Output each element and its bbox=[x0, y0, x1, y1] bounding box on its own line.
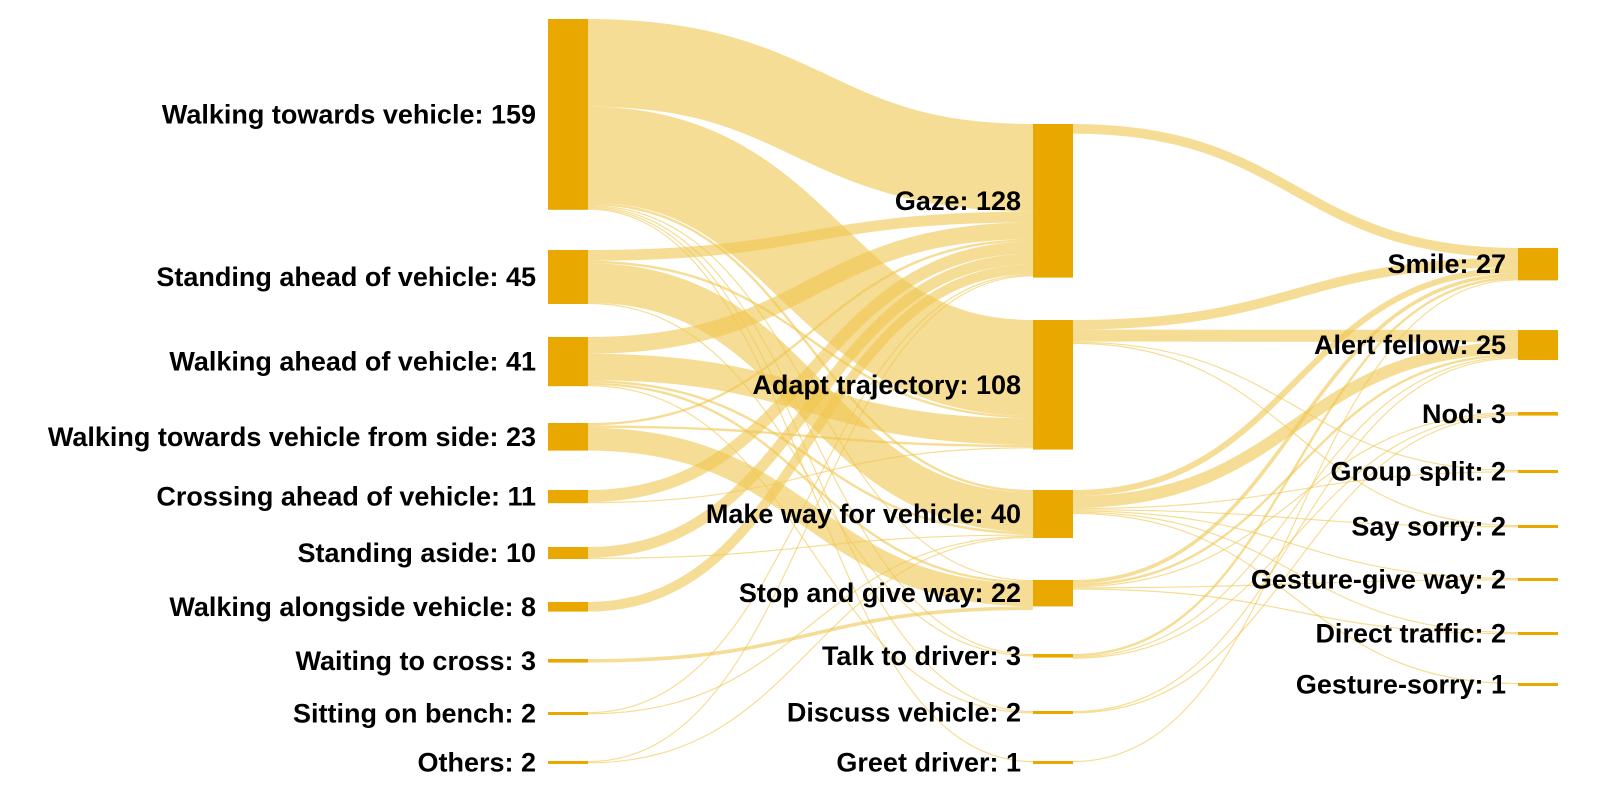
label-standing_ahead: Standing ahead of vehicle: 45 bbox=[156, 262, 536, 292]
label-waiting_cross: Waiting to cross: 3 bbox=[295, 646, 536, 676]
link-standing_aside-to-makeway bbox=[587, 534, 1034, 559]
link-makeway-to-gesturesorry bbox=[1072, 512, 1519, 685]
link-walking_ahead-to-discuss bbox=[587, 385, 1034, 714]
label-walking_side: Walking towards vehicle from side: 23 bbox=[48, 422, 536, 452]
link-standing_aside-to-gaze bbox=[587, 253, 1034, 558]
link-walking_side-to-stopgive bbox=[587, 427, 1034, 607]
label-gaze: Gaze: 128 bbox=[895, 186, 1021, 216]
node-others bbox=[548, 761, 588, 764]
node-gesturegive bbox=[1518, 578, 1558, 581]
label-gesturegive: Gesture-give way: 2 bbox=[1251, 565, 1506, 595]
node-talk bbox=[1033, 654, 1073, 658]
node-walking_towards bbox=[548, 19, 588, 210]
label-talk: Talk to driver: 3 bbox=[822, 641, 1021, 671]
link-stopgive-to-alert bbox=[1072, 354, 1519, 586]
link-walking_side-to-gaze bbox=[587, 239, 1034, 426]
node-saysorry bbox=[1518, 525, 1558, 528]
node-walking_side bbox=[548, 423, 588, 451]
node-gesturesorry bbox=[1518, 683, 1558, 686]
label-walking_towards: Walking towards vehicle: 159 bbox=[162, 99, 536, 129]
node-stopgive bbox=[1033, 580, 1073, 607]
node-standing_aside bbox=[548, 547, 588, 559]
link-stopgive-to-nod bbox=[1072, 412, 1519, 588]
link-discuss-to-alert bbox=[1072, 357, 1519, 713]
label-others: Others: 2 bbox=[417, 748, 536, 778]
link-gaze-to-smile bbox=[1072, 124, 1519, 258]
label-gesturesorry: Gesture-sorry: 1 bbox=[1296, 670, 1506, 700]
link-makeway-to-gesturegive bbox=[1072, 510, 1519, 580]
stage-nodes bbox=[548, 19, 1558, 764]
label-standing_aside: Standing aside: 10 bbox=[297, 538, 536, 568]
node-standing_ahead bbox=[548, 250, 588, 304]
link-talk-to-alert bbox=[1072, 356, 1519, 658]
link-walking_ahead-to-gaze bbox=[587, 222, 1034, 354]
link-talk-to-smile bbox=[1072, 276, 1519, 657]
link-discuss-to-nod bbox=[1072, 414, 1519, 714]
label-discuss: Discuss vehicle: 2 bbox=[787, 698, 1021, 728]
label-nod: Nod: 3 bbox=[1422, 399, 1506, 429]
label-direct: Direct traffic: 2 bbox=[1315, 619, 1506, 649]
link-makeway-to-groupsplit bbox=[1072, 471, 1519, 510]
link-greet-to-smile bbox=[1072, 279, 1519, 763]
node-alert bbox=[1518, 330, 1558, 360]
node-sitting_bench bbox=[548, 712, 588, 715]
link-waiting_cross-to-stopgive bbox=[587, 606, 1034, 663]
label-smile: Smile: 27 bbox=[1387, 249, 1506, 279]
node-groupsplit bbox=[1518, 470, 1558, 473]
label-walking_alongside: Walking alongside vehicle: 8 bbox=[169, 592, 536, 622]
link-sitting_bench-to-gaze bbox=[587, 274, 1034, 714]
node-nod bbox=[1518, 412, 1558, 416]
link-standing_ahead-to-talk bbox=[587, 302, 1034, 657]
node-direct bbox=[1518, 632, 1558, 635]
link-adapt-to-groupsplit bbox=[1072, 341, 1519, 472]
label-stopgive: Stop and give way: 22 bbox=[739, 578, 1021, 608]
link-standing_ahead-to-gaze bbox=[587, 211, 1034, 261]
node-gaze bbox=[1033, 124, 1073, 278]
label-groupsplit: Group split: 2 bbox=[1331, 457, 1507, 487]
node-walking_ahead bbox=[548, 337, 588, 387]
link-sitting_bench-to-makeway bbox=[587, 535, 1034, 715]
link-crossing_ahead-to-gaze bbox=[587, 241, 1034, 502]
node-waiting_cross bbox=[548, 659, 588, 663]
link-makeway-to-saysorry bbox=[1072, 509, 1519, 528]
node-adapt bbox=[1033, 320, 1073, 450]
node-discuss bbox=[1033, 711, 1073, 714]
node-makeway bbox=[1033, 490, 1073, 538]
link-others-to-makeway bbox=[587, 536, 1034, 764]
link-makeway-to-direct bbox=[1072, 511, 1519, 634]
node-crossing_ahead bbox=[548, 490, 588, 504]
label-alert: Alert fellow: 25 bbox=[1314, 330, 1506, 360]
label-crossing_ahead: Crossing ahead of vehicle: 11 bbox=[156, 482, 536, 512]
link-stopgive-to-smile bbox=[1072, 273, 1519, 584]
link-others-to-gaze bbox=[587, 275, 1034, 763]
label-sitting_bench: Sitting on bench: 2 bbox=[293, 699, 536, 729]
link-standing_ahead-to-adapt bbox=[587, 260, 1034, 419]
link-walking_towards-to-adapt bbox=[586, 106, 1035, 416]
label-walking_ahead: Walking ahead of vehicle: 41 bbox=[169, 347, 536, 377]
label-saysorry: Say sorry: 2 bbox=[1351, 512, 1506, 542]
flow-links bbox=[586, 19, 1519, 764]
link-walking_towards-to-makeway bbox=[587, 202, 1034, 493]
label-adapt: Adapt trajectory: 108 bbox=[752, 370, 1021, 400]
link-walking_towards-to-gaze bbox=[587, 19, 1034, 212]
label-greet: Greet driver: 1 bbox=[836, 748, 1021, 778]
link-stopgive-to-gesturegive bbox=[1072, 579, 1519, 589]
label-makeway: Make way for vehicle: 40 bbox=[706, 499, 1021, 529]
link-makeway-to-smile bbox=[1072, 267, 1519, 496]
node-smile bbox=[1518, 248, 1558, 281]
link-makeway-to-alert bbox=[1072, 342, 1519, 508]
link-walking_ahead-to-makeway bbox=[587, 380, 1034, 535]
link-walking_ahead-to-stopgive bbox=[587, 382, 1034, 584]
link-crossing_ahead-to-adapt bbox=[587, 447, 1034, 504]
node-greet bbox=[1033, 761, 1073, 764]
node-walking_alongside bbox=[548, 602, 588, 612]
link-adapt-to-smile bbox=[1072, 257, 1519, 330]
link-walking_alongside-to-gaze bbox=[587, 264, 1034, 612]
link-walking_towards-to-greet bbox=[587, 208, 1034, 763]
link-adapt-to-saysorry bbox=[1072, 342, 1519, 527]
link-walking_towards-to-discuss bbox=[587, 207, 1034, 713]
link-stopgive-to-direct bbox=[1072, 588, 1519, 635]
